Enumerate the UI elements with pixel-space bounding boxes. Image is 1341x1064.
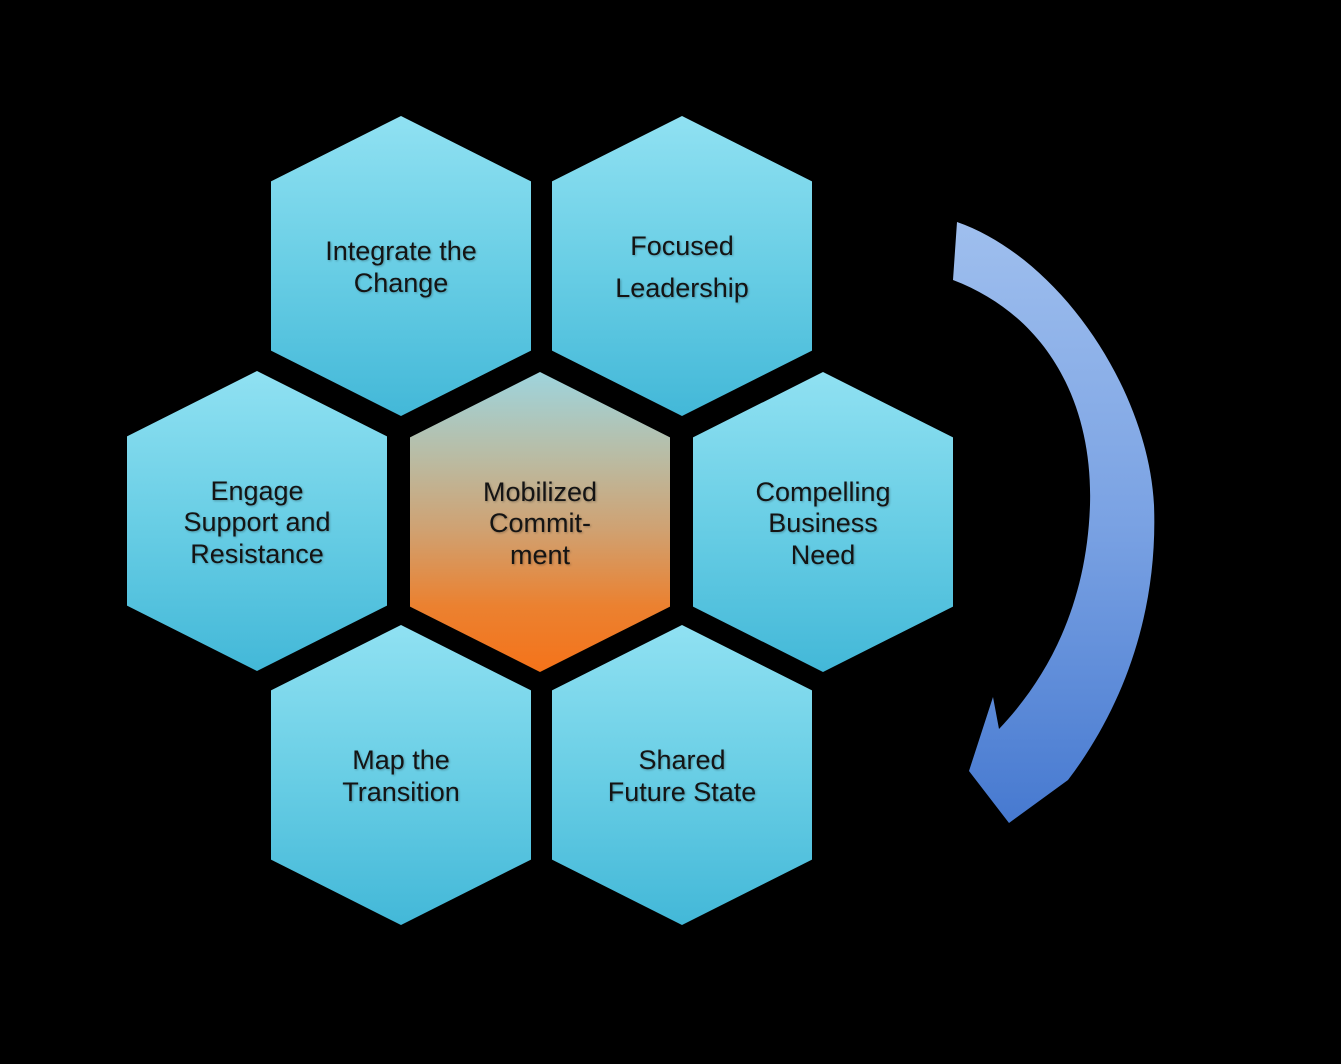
hexagon-map-the-transition: Map the Transition [271, 625, 531, 925]
hexagon-engage-support-and-resistance-label: Engage Support and Resistance [183, 475, 331, 569]
hexagon-mobilized-commitment-label: Mobilized Commit- ment [482, 476, 598, 570]
hexagon-compelling-business-need-label: Compelling Business Need [755, 476, 891, 570]
hexagon-integrate-the-change: Integrate the Change [271, 116, 531, 416]
hexagon-shared-future-state: Shared Future State [552, 625, 812, 925]
hexagon-shared-future-state-label: Shared Future State [607, 745, 757, 807]
hexagon-mobilized-commitment: Mobilized Commit- ment [410, 372, 670, 672]
hexagon-compelling-business-need: Compelling Business Need [693, 372, 953, 672]
hexagon-engage-support-and-resistance: Engage Support and Resistance [127, 371, 387, 671]
hexagon-map-the-transition-label: Map the Transition [342, 745, 460, 807]
hexagon-integrate-the-change-label: Integrate the Change [325, 236, 477, 298]
hexagon-focused-leadership-label: Focused Leadership [615, 231, 749, 303]
hexagon-focused-leadership: Focused Leadership [552, 116, 812, 416]
cycle-arrow-path [953, 222, 1155, 823]
